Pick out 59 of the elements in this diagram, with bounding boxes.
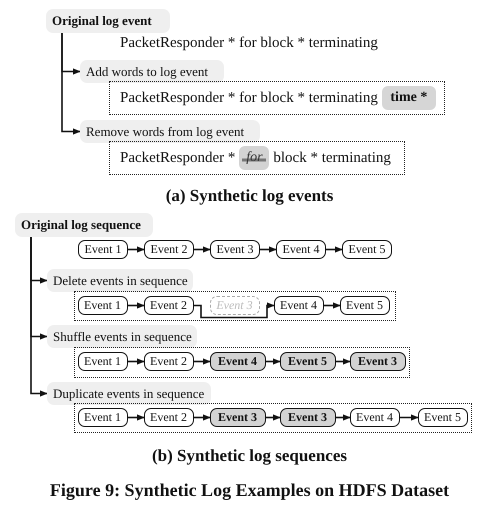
dotted-box (74, 403, 472, 433)
section-tag: Delete events in sequence (47, 269, 193, 292)
arrow (30, 237, 48, 397)
event-box: Event 2 (144, 240, 194, 259)
event-box: Event 2 (144, 352, 194, 370)
section-tag: Original log event (46, 9, 170, 33)
log-template-text: PacketResponder * for block * terminating (120, 90, 378, 106)
event-box: Event 4 (274, 296, 324, 314)
arrow (260, 246, 277, 253)
arrow (61, 33, 81, 135)
event-box: Event 3 (280, 408, 336, 426)
arrow (194, 302, 275, 318)
figure-caption: Figure 9: Synthetic Log Examples on HDFS Dataset (48, 480, 450, 501)
event-box: Event 5 (342, 240, 392, 259)
event-box: Event 4 (210, 352, 266, 370)
section-tag: Duplicate events in sequence (47, 382, 211, 405)
section-tag: Add words to log event (80, 60, 224, 83)
arrow (266, 414, 281, 421)
arrow (194, 414, 211, 421)
subfigure-caption: (b) Synthetic log sequences (150, 446, 348, 466)
section-tag: Shuffle events in sequence (47, 325, 197, 348)
deleted-event-box: Event 3 (210, 296, 260, 314)
dotted-box (74, 347, 410, 378)
dotted-box (109, 141, 405, 175)
arrow (194, 246, 211, 253)
event-box: Event 5 (280, 352, 336, 370)
arrow (128, 246, 145, 253)
section-tag: Remove words from log event (80, 120, 260, 143)
event-box: Event 3 (210, 240, 260, 259)
event-box: Event 2 (144, 296, 194, 314)
event-box: Event 3 (350, 352, 406, 370)
event-box: Event 4 (276, 240, 326, 259)
arrow (336, 414, 351, 421)
arrow (326, 246, 343, 253)
log-template-text: PacketResponder * (120, 150, 236, 166)
arrow (324, 302, 341, 309)
arrow (194, 358, 211, 365)
event-box: Event 1 (78, 408, 128, 426)
dotted-box (109, 81, 445, 115)
log-template-text: block * terminating (273, 150, 391, 166)
event-box: Event 4 (350, 408, 400, 426)
arrow (336, 358, 351, 365)
event-box: Event 1 (78, 296, 128, 314)
added-token: time * (382, 86, 436, 110)
arrow (400, 414, 419, 421)
event-box: Event 2 (144, 408, 194, 426)
dotted-box (74, 291, 396, 321)
event-box: Event 3 (210, 408, 266, 426)
section-tag: Original log sequence (15, 213, 153, 237)
arrow (128, 302, 145, 309)
arrow (128, 414, 145, 421)
arrow (266, 358, 281, 365)
subfigure-caption: (a) Synthetic log events (164, 186, 334, 206)
event-box: Event 5 (340, 296, 390, 314)
event-box: Event 1 (78, 240, 128, 259)
log-template-text: PacketResponder * for block * terminating (120, 35, 378, 52)
arrow (128, 358, 145, 365)
event-box: Event 5 (418, 408, 468, 426)
event-box: Event 1 (78, 352, 128, 370)
